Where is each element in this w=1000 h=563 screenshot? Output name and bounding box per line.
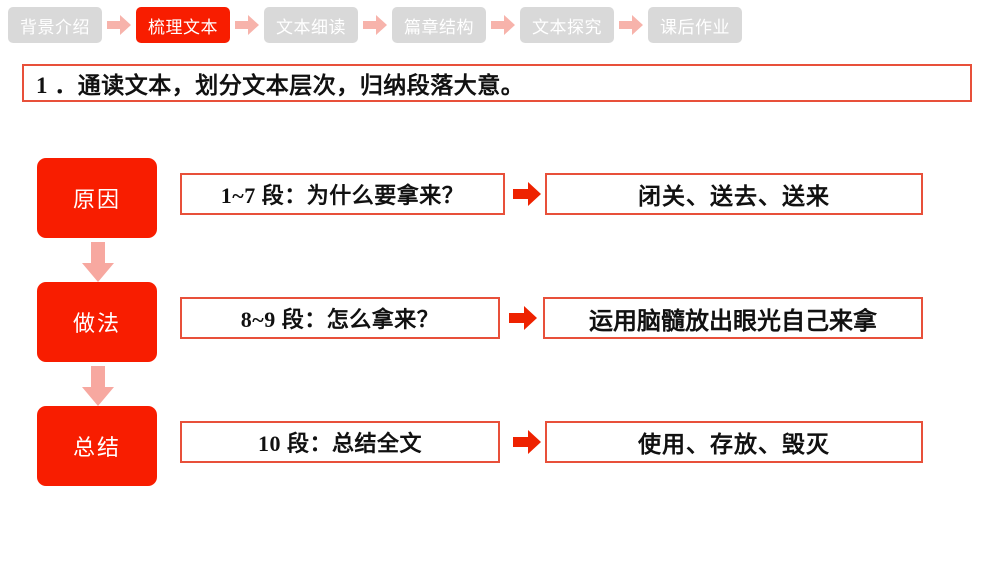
right-arrow-icon <box>230 7 264 43</box>
nav-tab-structure[interactable]: 篇章结构 <box>392 7 486 43</box>
nav-tab-label: 文本细读 <box>276 17 346 37</box>
stage-badge-cause[interactable]: 原因 <box>37 158 157 238</box>
right-arrow-icon <box>358 7 392 43</box>
nav-tab-label: 课后作业 <box>660 17 730 37</box>
diagram-row: 总结 10 段：总结全文 使用、存放、毁灭 <box>0 406 1000 488</box>
nav-tab-background[interactable]: 背景介绍 <box>8 7 102 43</box>
stage-badge-label: 总结 <box>72 435 121 460</box>
stage-badge-summary[interactable]: 总结 <box>37 406 157 486</box>
stage-badge-method[interactable]: 做法 <box>37 282 157 362</box>
nav-tab-label: 背景介绍 <box>20 17 90 37</box>
paragraph-range-text: 10 段：总结全文 <box>257 431 422 456</box>
right-arrow-icon <box>510 180 544 208</box>
lesson-step-nav: 背景介绍 梳理文本 文本细读 篇章结构 文本探究 课后作业 <box>8 5 768 45</box>
summary-text: 使用、存放、毁灭 <box>638 431 830 457</box>
diagram-row: 做法 8~9 段：怎么拿来？ 运用脑髓放出眼光自己来拿 <box>0 282 1000 364</box>
summary-box: 闭关、送去、送来 <box>545 173 923 215</box>
nav-tab-label: 篇章结构 <box>404 17 474 37</box>
nav-tab-inquiry[interactable]: 文本探究 <box>520 7 614 43</box>
paragraph-range-box: 1~7 段：为什么要拿来？ <box>180 173 505 215</box>
nav-tab-homework[interactable]: 课后作业 <box>648 7 742 43</box>
task-title-banner: 1 ．通读文本，划分文本层次，归纳段落大意。 <box>22 64 972 102</box>
paragraph-range-text: 8~9 段：怎么拿来？ <box>240 307 440 332</box>
down-arrow-icon <box>79 240 117 284</box>
right-arrow-icon <box>486 7 520 43</box>
summary-box: 运用脑髓放出眼光自己来拿 <box>543 297 923 339</box>
summary-box: 使用、存放、毁灭 <box>545 421 923 463</box>
summary-text: 运用脑髓放出眼光自己来拿 <box>589 307 877 335</box>
nav-tab-close-reading[interactable]: 文本细读 <box>264 7 358 43</box>
diagram-row: 原因 1~7 段：为什么要拿来？ 闭关、送去、送来 <box>0 158 1000 240</box>
nav-tab-label: 文本探究 <box>532 17 602 37</box>
page-title: 1 ．通读文本，划分文本层次，归纳段落大意。 <box>36 73 525 98</box>
stage-badge-label: 做法 <box>72 311 121 336</box>
right-arrow-icon <box>614 7 648 43</box>
stage-badge-label: 原因 <box>72 187 121 212</box>
right-arrow-icon <box>506 304 540 332</box>
right-arrow-icon <box>510 428 544 456</box>
nav-tab-sort-text[interactable]: 梳理文本 <box>136 7 230 43</box>
paragraph-range-box: 8~9 段：怎么拿来？ <box>180 297 500 339</box>
paragraph-range-text: 1~7 段：为什么要拿来？ <box>220 183 465 208</box>
right-arrow-icon <box>102 7 136 43</box>
down-arrow-icon <box>79 364 117 408</box>
summary-text: 闭关、送去、送来 <box>638 183 830 209</box>
paragraph-range-box: 10 段：总结全文 <box>180 421 500 463</box>
nav-tab-label: 梳理文本 <box>148 17 218 37</box>
